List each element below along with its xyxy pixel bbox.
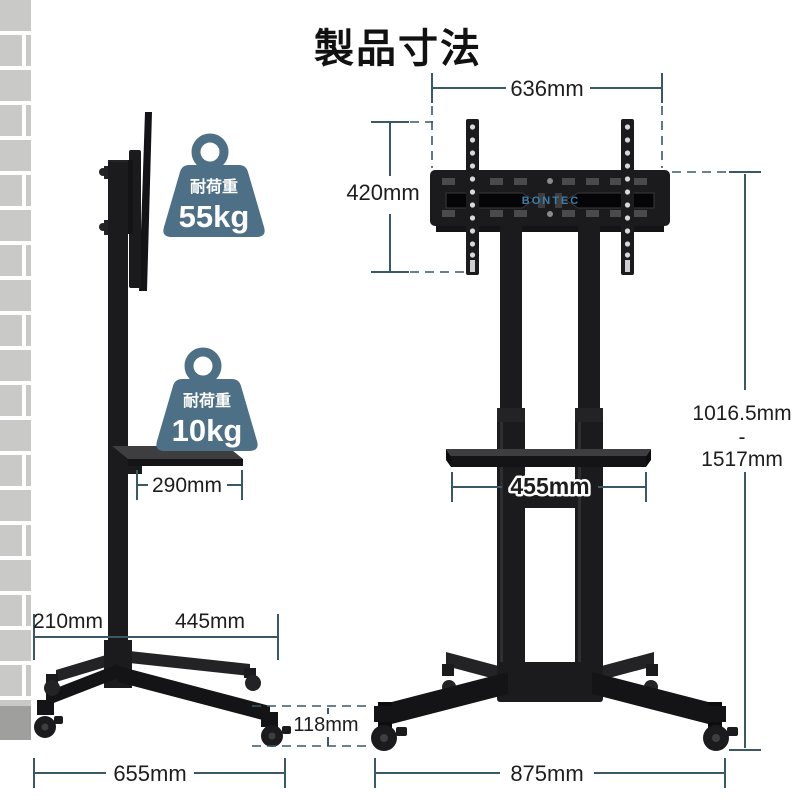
dim-bracket-width: 636mm [431, 73, 663, 168]
caster-bracket-rear-right-front [646, 664, 658, 676]
pole-left-collar [497, 408, 525, 422]
dim-height-separator: - [739, 426, 746, 449]
base-leg-rear-right-side [120, 650, 250, 676]
shelf-front-cap-right [646, 449, 651, 467]
shelf-front-cap-left [446, 449, 451, 467]
dim-shelf-width-label: 455mm [510, 473, 589, 499]
caster-hub-front-left-front [380, 734, 388, 742]
pole-right-highlight [578, 422, 581, 666]
dim-base-width-label: 875mm [510, 761, 583, 786]
brand-logo: BONTEC [522, 195, 580, 207]
vesa-rail-right [621, 119, 634, 275]
mount-plate-lip [436, 226, 664, 232]
caster-wheel-rear-left [44, 680, 60, 696]
caster-hub-front-right [268, 732, 276, 740]
base-leg-rear-left-front [446, 652, 506, 682]
shelf-side-edge [128, 459, 243, 466]
plate-bar-right [555, 193, 562, 208]
front-view-stand: BONTEC [371, 119, 738, 751]
dim-base-depth-label: 655mm [113, 761, 186, 786]
dim-bracket-height-label: 420mm [346, 180, 419, 205]
brick-wall [0, 0, 31, 740]
dim-caster-height: 118mm [252, 705, 372, 747]
weight-badge-10kg-label: 耐荷重 [183, 391, 231, 410]
dim-base-width: 875mm [374, 758, 726, 788]
caster-brake-front-right-front [727, 727, 738, 736]
caster-bracket-rear-right [244, 668, 256, 678]
clamp-knob-upper-cap [99, 168, 107, 176]
base-hub-front [497, 662, 603, 702]
shelf-front-top [446, 449, 651, 456]
dim-height-range: 1016.5mm - 1517mm [672, 171, 792, 751]
brick-wall-base [0, 706, 31, 740]
dim-height-max-label: 1517mm [701, 448, 783, 471]
pole-left-upper [500, 226, 522, 412]
caster-bracket-front-right [261, 712, 278, 727]
base-leg-front-left-front [384, 672, 508, 726]
weight-handle-icon [191, 133, 229, 171]
caster-hub-front-left [41, 723, 49, 731]
weight-badge-55kg-value: 55kg [179, 199, 250, 234]
brick-wall-surface [0, 0, 31, 706]
caster-bracket-front-left [37, 700, 54, 715]
caster-bracket-front-right-front [706, 706, 726, 722]
pole-right-upper [578, 226, 600, 412]
caster-bracket-rear-left-front [442, 664, 454, 676]
crossbar [522, 495, 578, 508]
dim-base-rear-offset-label: 210mm [33, 610, 103, 633]
pole-left-highlight [500, 422, 503, 666]
base-leg-front-left-side [46, 664, 118, 706]
weight-badge-55kg: 耐荷重 55kg [163, 133, 265, 237]
page-title: 製品寸法 [314, 27, 482, 71]
caster-bracket-front-left-front [374, 706, 394, 722]
caster-brake-front-right [282, 726, 291, 734]
dim-shelf-depth-label: 290mm [152, 474, 222, 497]
plate-hole-top [547, 178, 553, 184]
vesa-rail-left-slot [470, 260, 475, 272]
base-leg-rear-left-side [56, 652, 116, 682]
clamp-knob-lower-cap [99, 223, 107, 231]
weight-body-icon [156, 379, 258, 451]
base-leg-rear-right-front [594, 652, 654, 682]
dim-bracket-width-label: 636mm [510, 76, 583, 101]
weight-handle-icon [184, 347, 222, 385]
pole-right-collar [575, 408, 603, 422]
dim-base-front-offset-label: 445mm [175, 610, 245, 633]
dimension-annotations: 636mm 420mm 1016.5mm - 1517mm [33, 73, 792, 788]
plate-bar-left [538, 193, 545, 208]
dim-shelf-depth: 290mm [136, 470, 243, 500]
dim-caster-height-label: 118mm [293, 714, 358, 736]
pole-side [108, 162, 128, 640]
vesa-rail-right-slot [625, 260, 630, 272]
weight-body-icon [163, 165, 265, 237]
caster-hub-front-right-front [712, 734, 720, 742]
weight-badge-55kg-label: 耐荷重 [190, 177, 238, 196]
dim-bracket-height: 420mm [346, 121, 464, 273]
vesa-rail-left [466, 119, 479, 275]
base-leg-front-right-front [592, 672, 716, 726]
plate-hole-bottom [547, 211, 553, 217]
dim-base-offsets: 210mm 445mm [33, 610, 279, 660]
weight-badge-10kg-value: 10kg [172, 413, 243, 448]
side-view-stand [34, 112, 291, 747]
shelf-front-face [451, 456, 646, 467]
caster-brake-front-left [54, 716, 63, 724]
caster-wheel-rear-right [245, 675, 261, 691]
dim-base-depth: 655mm [33, 758, 286, 788]
base-leg-front-right-side [118, 666, 270, 722]
caster-brake-front-left-front [396, 727, 407, 736]
caster-bracket-rear-left [46, 674, 58, 684]
tv-plate-side [139, 112, 152, 291]
dim-shelf-width: 455mm [451, 471, 647, 502]
dim-height-min-label: 1016.5mm [692, 402, 791, 425]
weight-badge-10kg: 耐荷重 10kg [156, 347, 258, 451]
shelf-side-bracket [120, 466, 142, 474]
